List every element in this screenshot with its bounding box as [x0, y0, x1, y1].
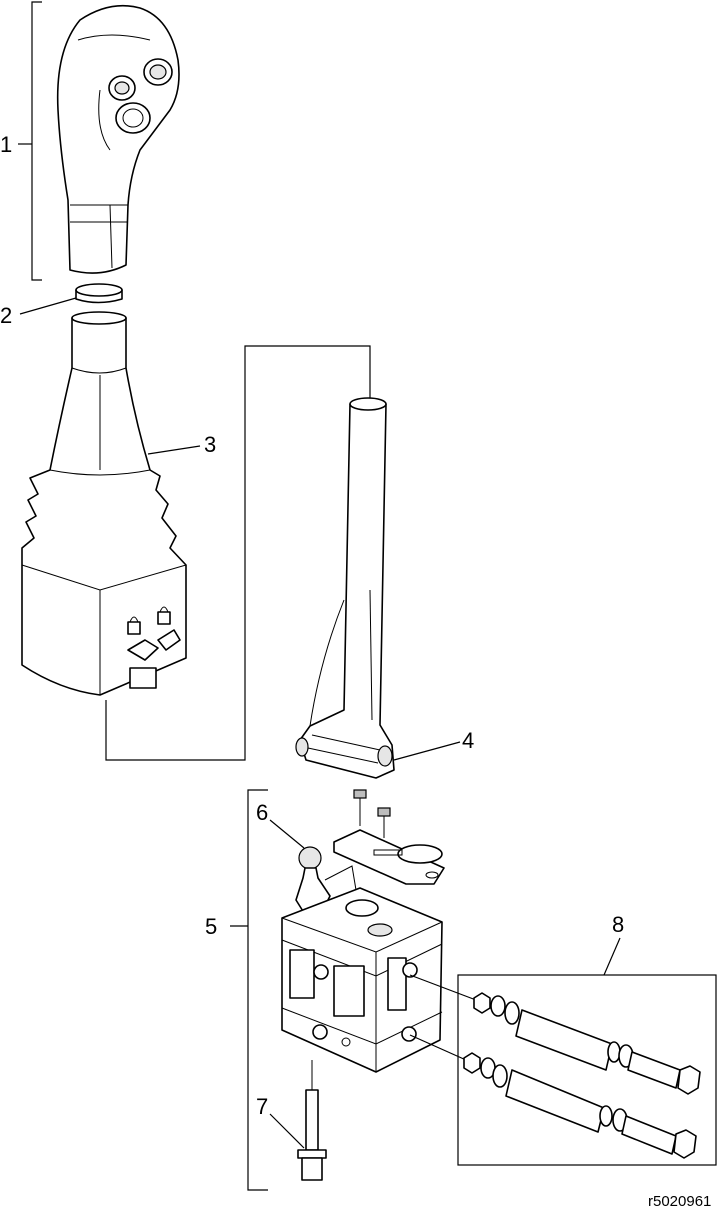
callout-4: 4: [462, 728, 474, 753]
part-3-boot: [21, 311, 187, 696]
part-5-base-housing: [281, 887, 443, 1073]
part-8-kit-box: [457, 974, 717, 1166]
figure-id: r5020961: [648, 1193, 711, 1210]
part-4-control-lever: [295, 397, 395, 779]
callout-3: 3: [204, 432, 216, 457]
part-8-lower-pin-set: [463, 1052, 697, 1159]
part-1-bracket: [31, 1, 42, 281]
part-2-nut: [75, 283, 123, 304]
assembly-connector: [105, 345, 371, 761]
callout-8: 8: [612, 912, 624, 937]
callout-2: 2: [0, 303, 12, 328]
callout-7: 7: [256, 1094, 268, 1119]
callout-5: 5: [205, 914, 217, 939]
callout-6: 6: [256, 800, 268, 825]
screws-and-plate: [333, 789, 445, 885]
part-7-bolt: [297, 1060, 327, 1181]
part-8-upper-pin-set: [473, 992, 701, 1095]
callout-1: 1: [0, 132, 12, 157]
part-5-bracket: [247, 789, 268, 1191]
part-1-joystick-handle: [56, 4, 180, 274]
